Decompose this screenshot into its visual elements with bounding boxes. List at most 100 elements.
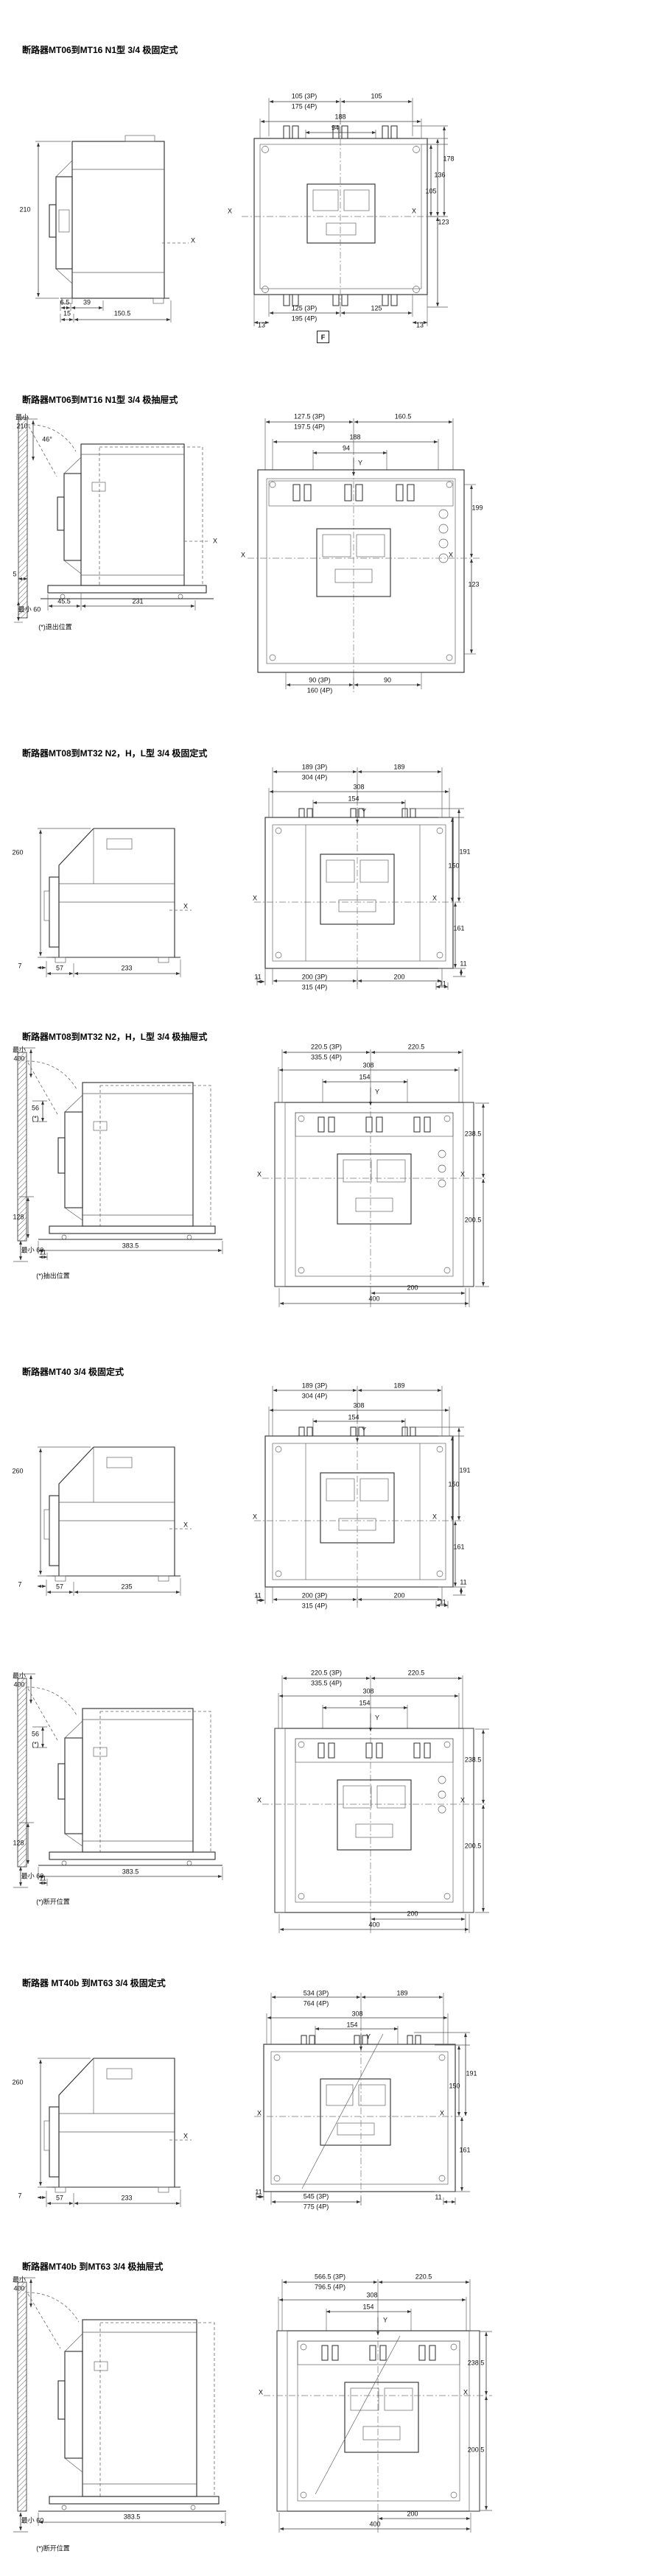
dim-label-t3p: 189 (3P) [301, 763, 328, 771]
dim-label-xr: X [432, 1513, 438, 1521]
dim-label-br: 11 [439, 1598, 446, 1606]
dim-label-bbr: 200 [393, 1591, 405, 1600]
dim-label-b1: 11 [39, 1874, 46, 1882]
dim-label-b1: 57 [55, 1583, 64, 1591]
dim-label-h: 400 [13, 2284, 25, 2292]
dim-label-bl: 11 [254, 973, 262, 981]
dim-label-bbr: 125 [371, 304, 382, 312]
dim-label-dmin: 最小 60 [21, 2516, 44, 2524]
dim-label-r1: 191 [459, 1466, 471, 1474]
dim-label-yax: Y [374, 1714, 380, 1722]
dim-label-bbr: 200 [393, 973, 405, 981]
front-view-drawing [262, 1675, 489, 1933]
dim-label-r4: 11 [460, 960, 467, 968]
dim-label-tr: 220.5 [415, 2273, 432, 2281]
front-view-drawing [254, 1386, 466, 1609]
dim-label-w1: 308 [351, 2010, 363, 2018]
dim-label-r1: 178 [443, 155, 455, 163]
section-title: 断路器MT08到MT32 N2，H，L型 3/4 极固定式 [22, 748, 208, 759]
dim-label-t4p: 304 (4P) [301, 1392, 328, 1400]
dim-label-r3: 161 [459, 2146, 471, 2154]
dim-label-dmin: 最小 60 [21, 1872, 44, 1880]
dim-label-yax: Y [365, 2033, 371, 2041]
dim-label-h: 210 [16, 422, 28, 430]
dim-label-bbr: 200 [407, 2510, 418, 2518]
dim-label-xl: X [227, 207, 233, 215]
dim-label-t3p: 127.5 (3P) [293, 412, 326, 420]
dim-label-tr: 160.5 [394, 412, 412, 420]
dim-label-b2: 235 [121, 1583, 133, 1591]
dim-label-t4p: 335.5 (4P) [310, 1679, 343, 1687]
dim-label-r1: 238.5 [464, 1756, 482, 1764]
dim-label-xr: X [411, 207, 417, 215]
dim-label-note: (*)断开位置 [36, 2544, 70, 2552]
dim-label-d56: 56 [31, 1104, 40, 1112]
dim-label-r2: 150 [448, 862, 460, 870]
dim-label-note: (*)抽出位置 [36, 1272, 70, 1280]
dim-label-br: 11 [439, 979, 446, 988]
dim-label-w2: 154 [348, 1413, 359, 1421]
dim-label-t4p: 175 (4P) [291, 102, 318, 110]
dim-label-btot: 400 [368, 1921, 380, 1929]
dim-label-b2: 233 [121, 964, 133, 972]
dim-label-h: 210 [19, 205, 31, 214]
dim-label-h: 260 [12, 848, 24, 856]
dim-label-xr: X [460, 1170, 466, 1178]
dim-label-t3p: 189 (3P) [301, 1382, 328, 1390]
section-title: 断路器MT40b 到MT63 3/4 极抽屉式 [22, 2262, 164, 2272]
dim-label-xs: X [190, 236, 196, 244]
dim-label-bb4p: 315 (4P) [301, 983, 328, 991]
dim-label-e2: 13 [415, 321, 424, 329]
dim-label-b1: 57 [55, 964, 64, 972]
section-title: 断路器MT40 3/4 极固定式 [22, 1367, 124, 1377]
dim-label-t3p: 220.5 (3P) [310, 1043, 343, 1051]
dim-label-b2: 383.5 [123, 2513, 141, 2521]
dim-label-note: (*)退出位置 [38, 623, 72, 631]
dim-label-yax: Y [361, 1426, 367, 1434]
dim-label-bb3p: 545 (3P) [303, 2192, 329, 2200]
dim-label-xl: X [252, 1513, 258, 1521]
dim-label-b1: 11 [39, 1248, 46, 1256]
dim-label-b1: 57 [55, 2194, 64, 2202]
dim-label-yax: Y [361, 807, 367, 815]
dim-label-r2: 150 [449, 2082, 460, 2090]
dim-label-w1: 308 [362, 1687, 374, 1695]
dim-label-br: 11 [435, 2193, 442, 2201]
dim-label-xr: X [439, 2109, 445, 2117]
dim-label-bl: 11 [254, 1591, 262, 1600]
dim-label-bb3p: 125 (3P) [291, 304, 318, 312]
dim-label-w2: 154 [362, 2303, 374, 2311]
dim-label-xr: X [463, 2388, 469, 2396]
dim-label-r1: 238.5 [467, 2359, 485, 2367]
dim-label-b1: 45.5 [57, 597, 71, 605]
dim-label-tr: 105 [371, 92, 382, 100]
dim-label-w1: 188 [349, 433, 361, 441]
dim-label-t4p: 796.5 (4P) [314, 2283, 346, 2291]
dim-label-w2: 154 [359, 1699, 371, 1707]
dim-label-w2: 154 [348, 795, 359, 803]
dim-label-r3: 161 [453, 1543, 465, 1551]
dim-label-r1: 191 [466, 2069, 477, 2077]
front-view-drawing [262, 1049, 489, 1307]
dim-label-r2: 200.5 [467, 2446, 485, 2454]
side-view-drawing [37, 2058, 192, 2207]
dim-label-t3p: 566.5 (3P) [314, 2273, 346, 2281]
section-title: 断路器 MT40b 到MT63 3/4 极固定式 [22, 1978, 166, 1988]
dim-label-r1: 191 [459, 848, 471, 856]
dim-label-btot: 400 [369, 2520, 381, 2528]
dim-label-bbr: 90 [383, 676, 392, 684]
dim-label-tr: 220.5 [407, 1669, 425, 1677]
dim-label-bb3p: 90 (3P) [309, 676, 331, 684]
dim-label-xs: X [183, 902, 189, 910]
dim-label-t4p: 764 (4P) [303, 1999, 329, 2007]
dim-label-bb4p: 195 (4P) [291, 314, 318, 323]
dim-label-dmin: 最小 60 [18, 605, 41, 613]
dim-label-b1: 6.5 [60, 298, 70, 306]
